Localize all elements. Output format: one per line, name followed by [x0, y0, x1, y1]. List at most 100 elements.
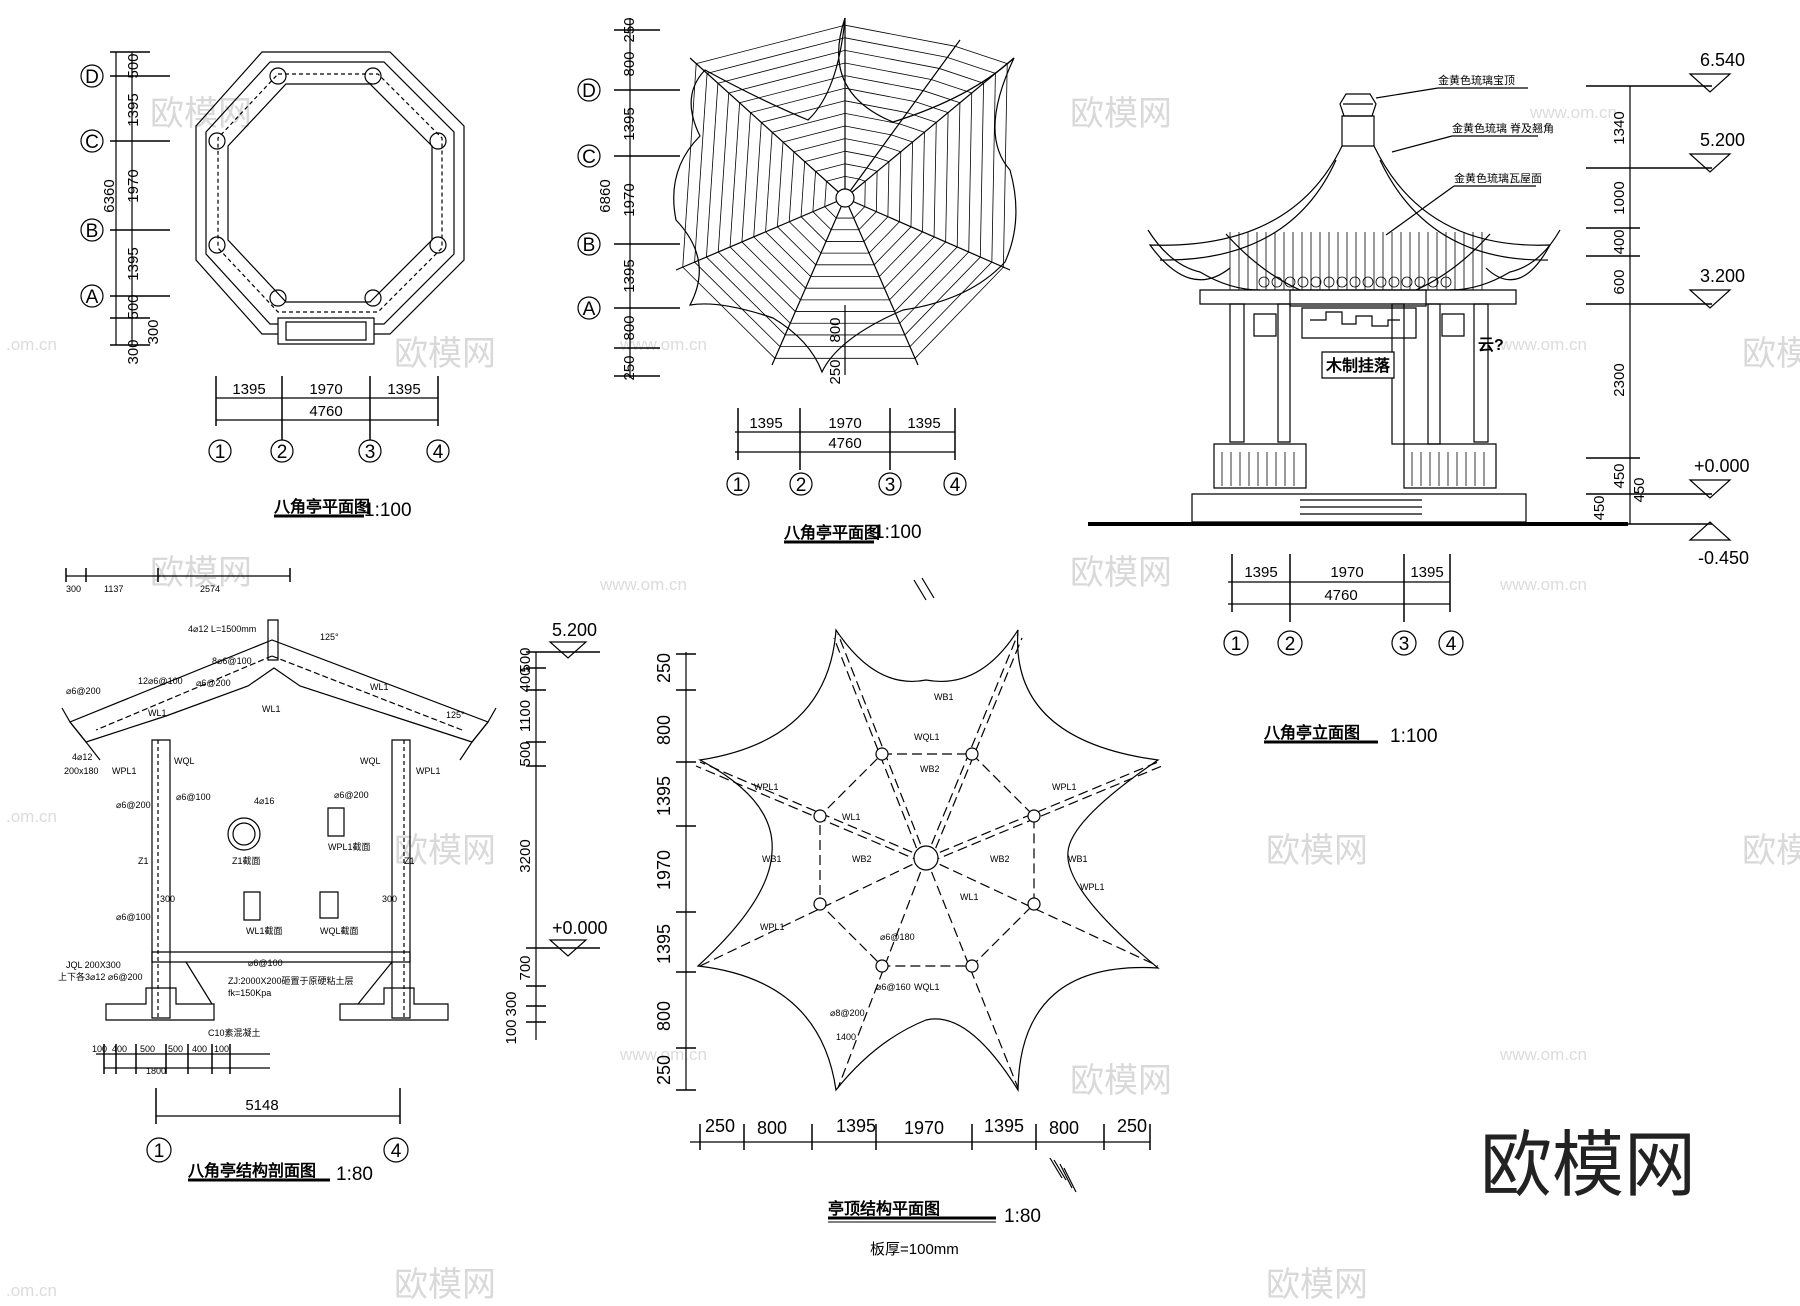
plan2-hdim: 1395 [907, 415, 940, 432]
elev-finial-base [1342, 116, 1374, 146]
plan1-octagon-inner [218, 74, 442, 312]
section-roof [70, 640, 488, 742]
roofplan-beam-label: WL1 [960, 892, 979, 902]
elev-col-label: 4 [1446, 634, 1457, 655]
roofplan-rebar: ⌀6@160 [876, 982, 911, 992]
section-wl1-detail [244, 892, 260, 920]
elev-balusters [1222, 452, 1484, 486]
elev-vdim: 600 [1611, 269, 1628, 294]
elev-finial [1340, 94, 1376, 116]
section-vdim: 500 [517, 741, 534, 766]
section-level: +0.000 [552, 918, 608, 938]
section-botdim: 100 [214, 1044, 229, 1054]
watermark-url-short: .om.cn [6, 1281, 57, 1300]
plan1-vdim: 300 [145, 319, 162, 344]
plan1-htotal: 4760 [309, 403, 342, 420]
section-label: Z1 [404, 856, 415, 866]
watermark-url: www.om.cn [619, 1045, 707, 1064]
watermark-text: 欧模网 [1742, 832, 1800, 870]
plan1-column [430, 237, 446, 253]
watermark-url-short: .om.cn [6, 335, 57, 354]
plan1-steps-inner [286, 322, 366, 340]
watermark-text: 欧模网 [1070, 1062, 1172, 1100]
elev-hdim: 1395 [1410, 564, 1443, 581]
elev-title: 八角亭立面图 [1263, 723, 1360, 742]
section-topdim: 1137 [104, 584, 123, 594]
plan2-row-label: A [583, 299, 596, 320]
section-label: Z1 [138, 856, 149, 866]
roofplan-vdim: 250 [654, 653, 674, 683]
section-vdim: 500 [517, 647, 534, 672]
section-title: 八角亭结构剖面图 [187, 1161, 316, 1180]
elev-balustrade-left [1214, 444, 1306, 488]
plan2-col-label: 1 [733, 475, 744, 496]
section-label: 12⌀6@100 [138, 676, 183, 686]
elev-roof-left [1150, 146, 1342, 280]
section-botdim: 500 [168, 1044, 183, 1054]
section-botdim: 500 [140, 1044, 155, 1054]
roofplan-title: 亭顶结构平面图 [828, 1199, 940, 1218]
roofplan-hdim: 1395 [984, 1116, 1024, 1136]
section-ground-beam [152, 952, 410, 962]
plan1-title: 八角亭平面图 [273, 497, 370, 516]
elev-hdim: 1970 [1330, 564, 1363, 581]
plan1-col-label: 1 [215, 442, 226, 463]
elev-col-label: 3 [1399, 634, 1410, 655]
section-botdim: 100 [92, 1044, 107, 1054]
plan1-col-label: 2 [277, 442, 288, 463]
plan2-row-label: D [582, 81, 596, 102]
section-vdim: 100 [503, 1019, 520, 1044]
plan2-col-label: 2 [796, 475, 807, 496]
roofplan-hdim: 250 [705, 1116, 735, 1136]
plan2-vdim: 1395 [621, 259, 638, 292]
roofplan-beam-label: WPL1 [754, 782, 779, 792]
plan1-row-label: B [86, 221, 99, 242]
section-label: 300 [382, 894, 397, 904]
plan2-vdim: 800 [621, 51, 638, 76]
elev-beam [1200, 290, 1516, 304]
watermark-url: www.om.cn [1529, 103, 1617, 122]
plan1-drawing [81, 52, 464, 516]
plan2-hdim: 1970 [828, 415, 861, 432]
watermark-url: www.om.cn [1499, 1045, 1587, 1064]
plan2-row-axes [578, 79, 600, 319]
plan1-octagon-mid [206, 62, 454, 324]
roofplan-beam-label: WB1 [762, 854, 782, 864]
roofplan-vdim: 800 [654, 1001, 674, 1031]
plan1-column [430, 133, 446, 149]
roofplan-beam-label: WB2 [852, 854, 872, 864]
section-bottotal: 1800 [146, 1066, 166, 1076]
roofplan-vdim: 1970 [654, 850, 674, 890]
section-label: 125° [446, 710, 465, 720]
plan1-row-label: C [85, 132, 99, 153]
elev-col-label: 2 [1285, 634, 1296, 655]
roofplan-beam-label: WPL1 [1080, 882, 1105, 892]
elev-level: -0.450 [1698, 548, 1749, 568]
elev-level: +0.000 [1694, 456, 1750, 476]
roofplan-vdim: 1395 [654, 776, 674, 816]
plan1-column [209, 133, 225, 149]
section-label: 300 [160, 894, 175, 904]
section-vdim: 300 [503, 991, 520, 1016]
plan1-vdim: 500 [125, 294, 142, 319]
roofplan-drawing [676, 630, 1162, 1222]
plan1-col-axes [209, 440, 449, 462]
roofplan-beam-label: WQL1 [914, 732, 940, 742]
watermark-url-short: .om.cn [6, 807, 57, 826]
section-botdim: 400 [192, 1044, 207, 1054]
section-label: WL1截面 [246, 925, 283, 936]
section-label: ⌀6@200 [196, 678, 231, 688]
section-label: 上下各3⌀12 ⌀6@200 [58, 971, 143, 982]
plan2-htotal: 4760 [828, 435, 861, 452]
section-topdim: 300 [66, 584, 81, 594]
roofplan-beam-label: WB2 [990, 854, 1010, 864]
plan1-row-label: A [86, 287, 99, 308]
elev-level: 3.200 [1700, 266, 1745, 286]
plan2-vdim: 1395 [621, 107, 638, 140]
section-wql-detail [320, 892, 338, 918]
section-footing-right [340, 988, 448, 1020]
section-topdim: 2574 [200, 584, 220, 594]
elev-level: 5.200 [1700, 130, 1745, 150]
elev-plaque: 木制挂落 [1325, 356, 1391, 375]
section-label: ZJ:2000X200砸置于原硬粘土层 [228, 975, 354, 986]
